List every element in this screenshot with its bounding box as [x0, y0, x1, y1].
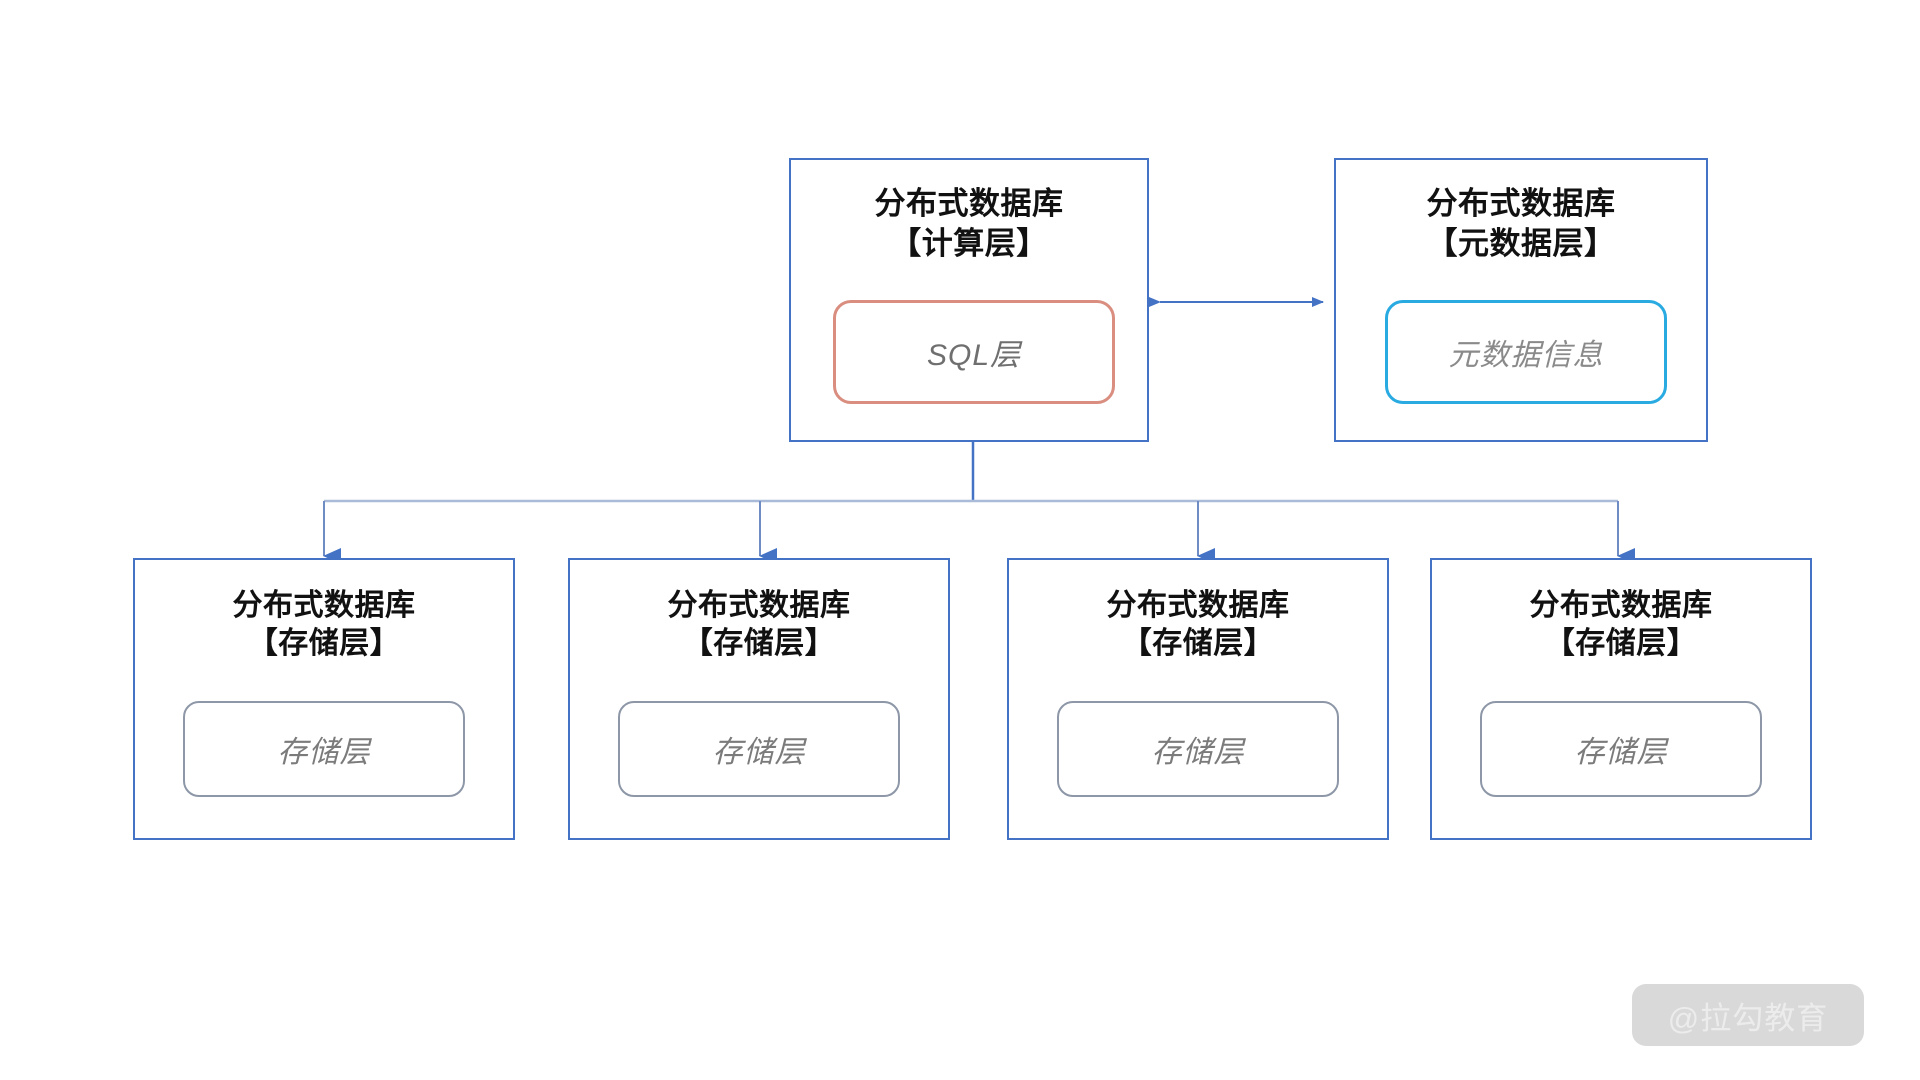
node-storage-layer-2[interactable]: 分布式数据库 【存储层】	[1007, 558, 1389, 840]
node-storage-layer-2-title: 分布式数据库 【存储层】	[1106, 589, 1290, 661]
pill-sql-layer-label: SQL层	[926, 339, 1022, 372]
pill-storage-3-label: 存储层	[1574, 736, 1668, 769]
watermark-badge: @拉勾教育	[1632, 984, 1864, 1046]
node-storage-layer-3-title: 分布式数据库 【存储层】	[1529, 589, 1713, 661]
pill-storage-3[interactable]: 存储层	[1480, 701, 1762, 797]
pill-storage-1[interactable]: 存储层	[618, 701, 900, 797]
pill-sql-layer[interactable]: SQL层	[833, 300, 1115, 404]
pill-storage-1-label: 存储层	[712, 736, 806, 769]
node-storage-layer-0-title: 分布式数据库 【存储层】	[232, 589, 416, 661]
pill-storage-0-label: 存储层	[277, 736, 371, 769]
node-storage-layer-3[interactable]: 分布式数据库 【存储层】	[1430, 558, 1812, 840]
pill-storage-0[interactable]: 存储层	[183, 701, 465, 797]
pill-metadata-info-label: 元数据信息	[1448, 339, 1604, 372]
node-storage-layer-1[interactable]: 分布式数据库 【存储层】	[568, 558, 950, 840]
watermark-text: @拉勾教育	[1667, 1000, 1829, 1036]
pill-storage-2[interactable]: 存储层	[1057, 701, 1339, 797]
pill-metadata-info[interactable]: 元数据信息	[1385, 300, 1667, 404]
node-metadata-layer-title: 分布式数据库 【元数据层】	[1426, 186, 1616, 261]
node-compute-layer-title: 分布式数据库 【计算层】	[874, 186, 1064, 261]
node-storage-layer-0[interactable]: 分布式数据库 【存储层】	[133, 558, 515, 840]
pill-storage-2-label: 存储层	[1151, 736, 1245, 769]
node-storage-layer-1-title: 分布式数据库 【存储层】	[667, 589, 851, 661]
